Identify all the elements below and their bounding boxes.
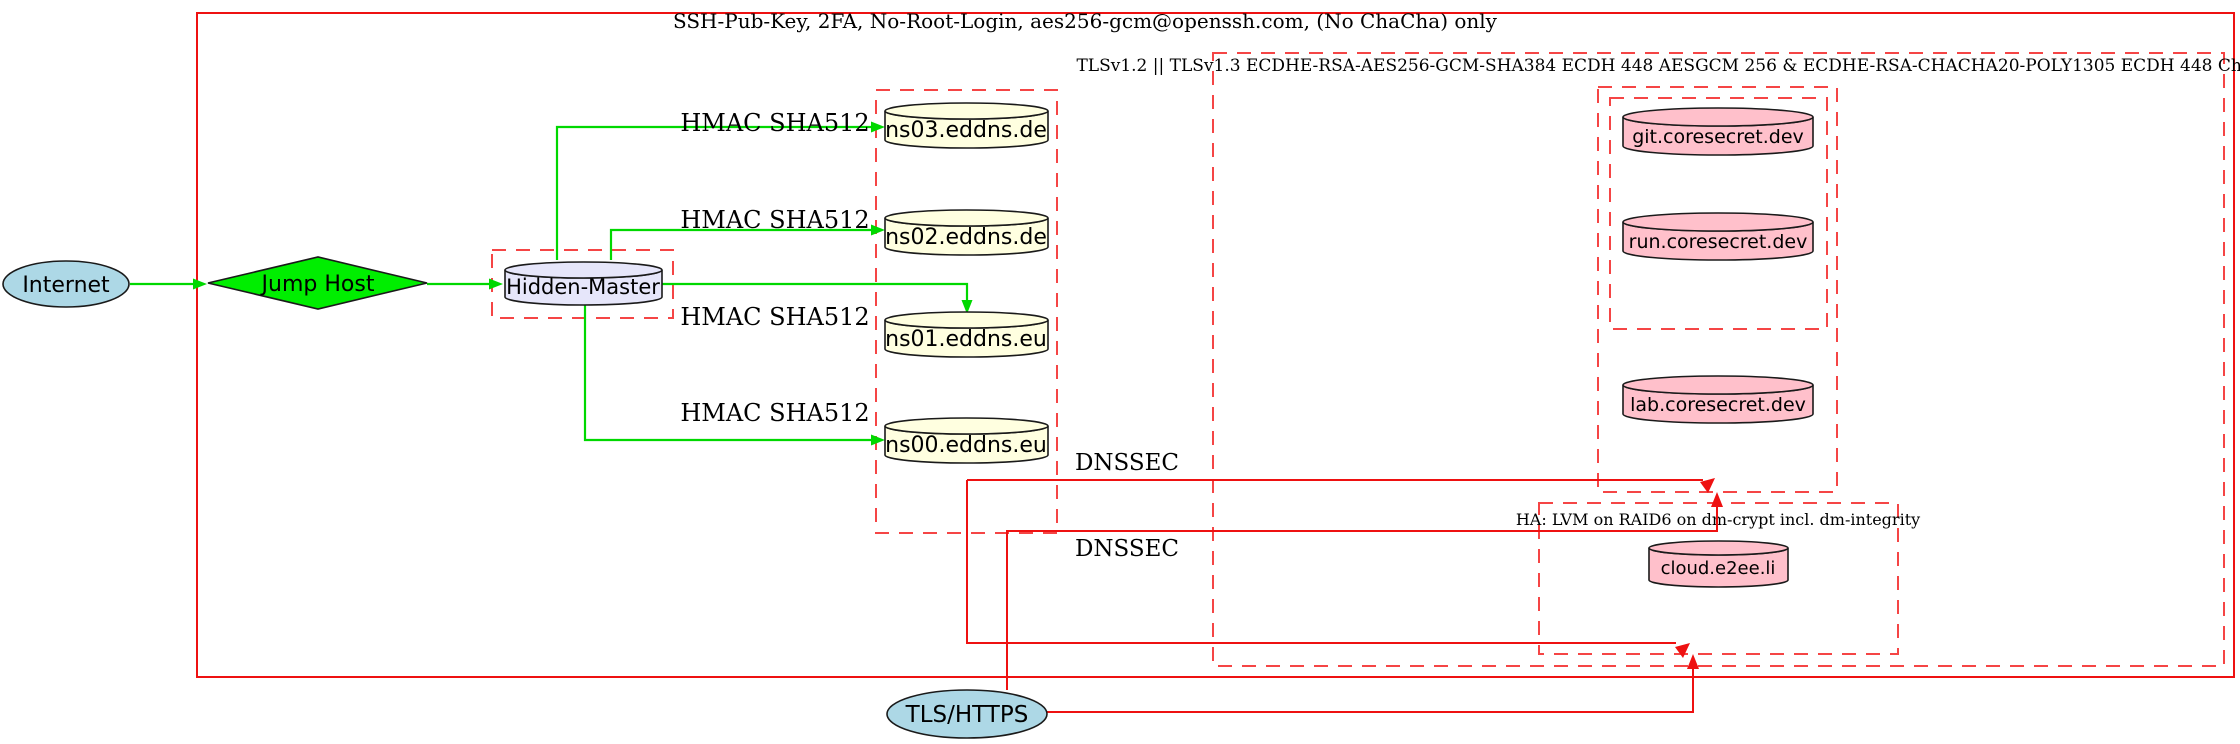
edge-dnssec-to-coresecret: [967, 478, 1715, 493]
edge-label-hmac-2: HMAC SHA512: [680, 206, 869, 234]
ns00-cylinder-top: [884, 417, 1049, 435]
cluster-tls-label: TLSv1.2 || TLSv1.3 ECDHE-RSA-AES256-GCM-…: [1076, 56, 2240, 76]
ns03-cylinder-top: [884, 102, 1049, 120]
edge-hidden-master-to-ns00: [583, 305, 885, 446]
node-internet: Internet: [2, 260, 130, 308]
cloud-cylinder-top: [1648, 540, 1789, 556]
hidden-master-cylinder-top: [504, 261, 663, 279]
cluster-ssh-box: [196, 12, 2235, 678]
ns01-label: ns01.eddns.eu: [885, 327, 1047, 352]
ns03-label: ns03.eddns.de: [885, 118, 1047, 143]
ns02-label: ns02.eddns.de: [885, 225, 1047, 250]
lab-cylinder-top: [1622, 375, 1814, 395]
node-ns02: ns02.eddns.de: [884, 209, 1049, 256]
node-tls-https: TLS/HTTPS: [886, 689, 1048, 739]
lab-label: lab.coresecret.dev: [1630, 394, 1806, 416]
edge-internet-to-jump-host: [130, 278, 207, 290]
edge-label-hmac-1: HMAC SHA512: [680, 109, 869, 137]
edge-dnssec-to-ha: [966, 480, 1690, 658]
cluster-tls-box: [1212, 52, 2225, 667]
node-ns03: ns03.eddns.de: [884, 102, 1049, 149]
arrowhead-green-4: [871, 224, 885, 236]
node-run: run.coresecret.dev: [1622, 212, 1814, 261]
edge-label-hmac-4: HMAC SHA512: [680, 399, 869, 427]
node-git: git.coresecret.dev: [1622, 107, 1814, 156]
node-ns00: ns00.eddns.eu: [884, 417, 1049, 464]
run-cylinder-top: [1622, 212, 1814, 232]
arrowhead-red-up-2: [1687, 654, 1699, 669]
edge-hidden-master-to-ns03: [555, 121, 885, 260]
arrowhead-green-3: [871, 121, 885, 133]
arrowhead-green-2: [489, 278, 503, 290]
hidden-master-label: Hidden-Master: [506, 275, 660, 299]
arrowhead-green-1: [193, 278, 207, 290]
edge-label-dnssec-1: DNSSEC: [1075, 450, 1179, 476]
node-ns01: ns01.eddns.eu: [884, 311, 1049, 358]
tls-https-ellipse: [886, 689, 1048, 739]
cloud-label: cloud.e2ee.li: [1661, 558, 1776, 579]
arrowhead-green-6: [871, 434, 885, 446]
arrowhead-red-up-1: [1711, 492, 1723, 507]
run-label: run.coresecret.dev: [1629, 231, 1808, 253]
cluster-coresecret-inner-box: [1609, 97, 1828, 330]
edge-label-hmac-3: HMAC SHA512: [680, 303, 869, 331]
arrowhead-green-5: [961, 300, 973, 314]
edge-label-dnssec-2: DNSSEC: [1075, 536, 1179, 562]
ns01-cylinder-top: [884, 311, 1049, 329]
cluster-coresecret-outer-box: [1597, 86, 1838, 493]
node-jump-host: Jump Host: [207, 256, 428, 310]
arrowhead-red-ne-1: [1700, 478, 1715, 493]
tls-https-label: TLS/HTTPS: [905, 702, 1029, 728]
node-hidden-master: Hidden-Master: [504, 261, 663, 306]
jump-host-label: Jump Host: [260, 272, 375, 297]
git-cylinder-top: [1622, 107, 1814, 127]
edge-hidden-master-to-ns02: [609, 224, 885, 260]
internet-label: Internet: [22, 273, 110, 298]
internet-ellipse: [2, 260, 130, 308]
arrowhead-red-ne-2: [1675, 643, 1690, 658]
node-cloud: cloud.e2ee.li: [1648, 540, 1789, 588]
edge-hidden-master-to-ns01: [662, 282, 973, 314]
ns00-label: ns00.eddns.eu: [885, 433, 1047, 458]
node-lab: lab.coresecret.dev: [1622, 375, 1814, 424]
jump-host-diamond: [207, 256, 428, 310]
edge-tls-to-ha: [1047, 654, 1699, 713]
git-label: git.coresecret.dev: [1632, 126, 1804, 148]
edge-jump-host-to-hidden-master: [427, 278, 503, 290]
cluster-ssh-label: SSH-Pub-Key, 2FA, No-Root-Login, aes256-…: [673, 9, 1498, 33]
ns02-cylinder-top: [884, 209, 1049, 227]
edge-tls-to-coresecret: [1006, 492, 1723, 690]
